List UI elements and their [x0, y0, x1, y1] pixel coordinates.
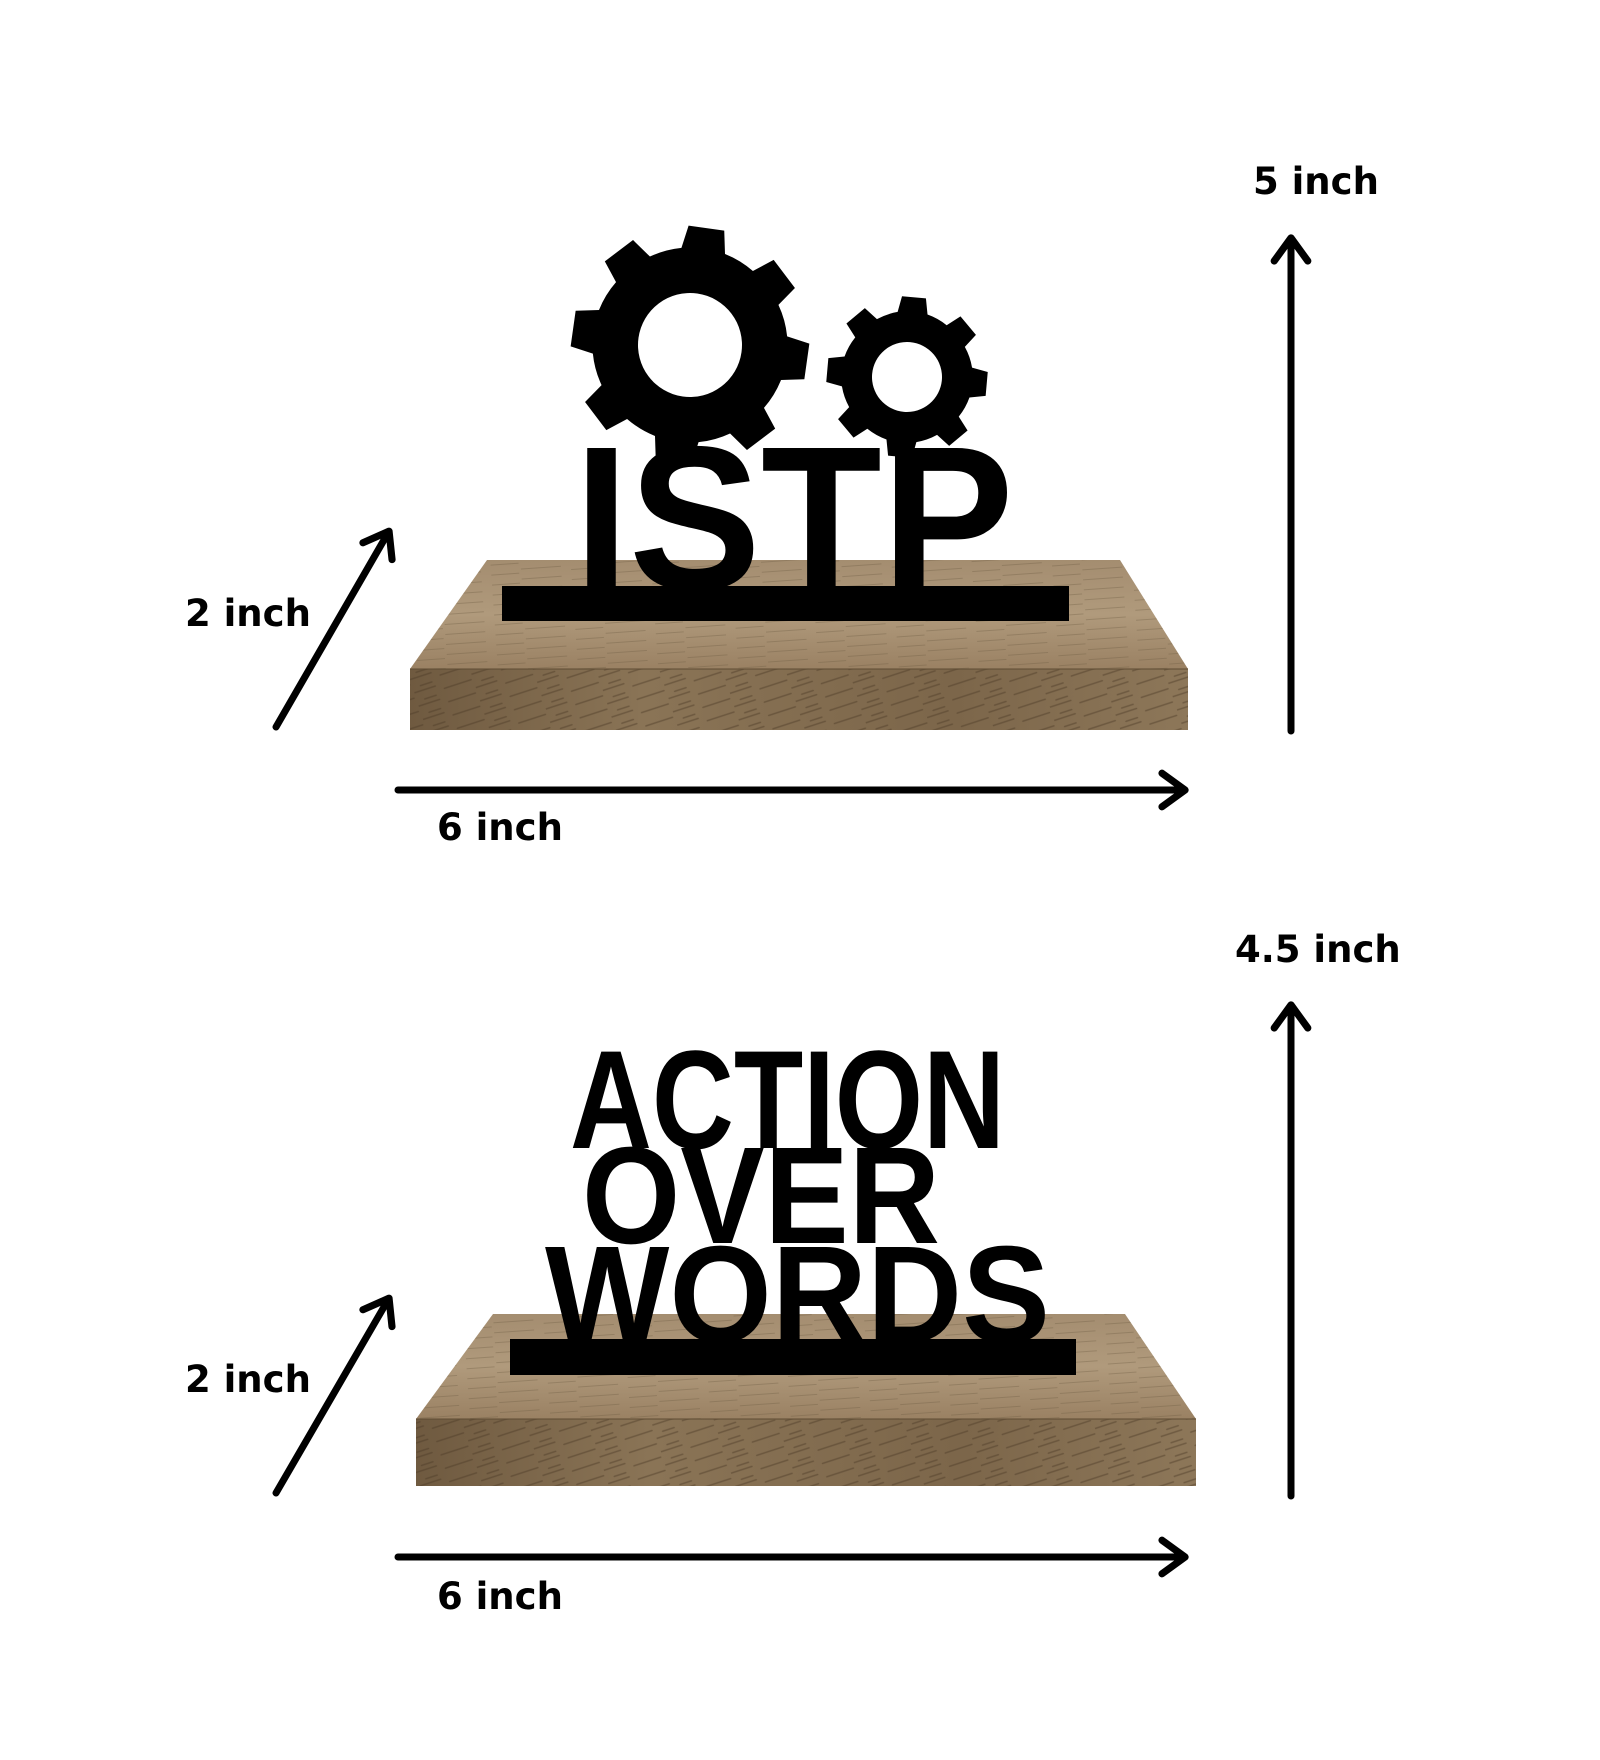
- height-label-istp: 5 inch: [1253, 160, 1379, 203]
- sign-line-action: ACTION: [570, 1021, 1005, 1178]
- sign-line-over: OVER: [582, 1119, 940, 1273]
- width-label-action-over-words: 6 inch: [437, 1575, 563, 1618]
- product-action-over-words: ACTION OVER WORDS: [272, 1001, 1312, 1578]
- depth-label-istp: 2 inch: [185, 592, 311, 635]
- depth-arrow: [272, 1294, 396, 1497]
- small-gear-icon: [826, 296, 988, 458]
- product-istp: ISTP: [272, 225, 1312, 811]
- large-gear-icon: [570, 225, 810, 465]
- sign-base-bar: [502, 586, 1069, 621]
- depth-arrow: [272, 527, 396, 731]
- height-label-action-over-words: 4.5 inch: [1235, 928, 1401, 971]
- depth-label-action-over-words: 2 inch: [185, 1358, 311, 1401]
- width-label-istp: 6 inch: [437, 806, 563, 849]
- sign-base-bar: [510, 1339, 1076, 1375]
